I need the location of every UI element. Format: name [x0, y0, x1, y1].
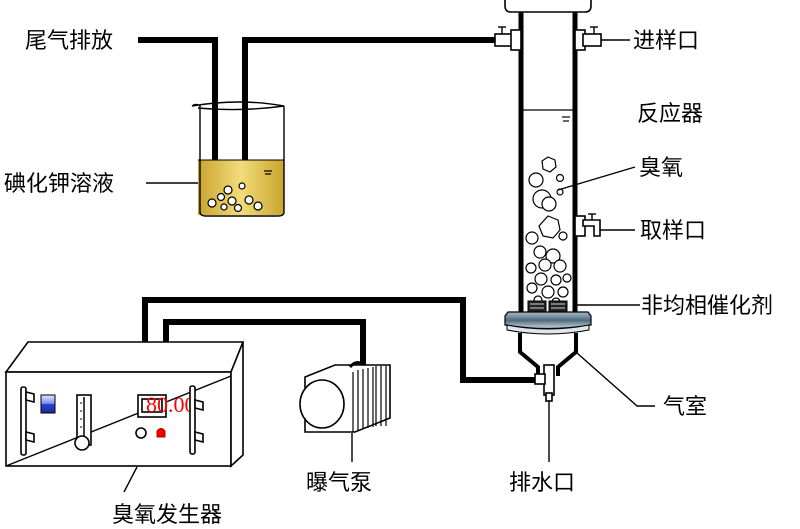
indicator-light	[156, 428, 166, 438]
label-aeration-pump: 曝气泵	[306, 471, 372, 496]
aeration-pump	[299, 361, 391, 433]
label-gas-chamber: 气室	[663, 395, 707, 420]
heterogeneous-catalyst	[527, 300, 568, 313]
inlet-valve-left	[494, 26, 522, 51]
label-reactor: 反应器	[637, 102, 703, 127]
gas-chamber	[518, 333, 578, 402]
display-value: 80.00	[146, 392, 196, 417]
label-ki-solution: 碘化钾溶液	[4, 172, 114, 197]
leader-lines	[123, 39, 655, 493]
ozone-bubbles	[525, 156, 572, 307]
drain-valve	[545, 392, 553, 402]
control-knob[interactable]	[135, 427, 147, 439]
label-sampling-port: 取样口	[640, 219, 706, 244]
ozone-generator: 80.00	[4, 341, 245, 468]
label-ozone: 臭氧	[639, 156, 683, 181]
exhaust-pipe	[138, 37, 495, 208]
sampling-valve	[574, 213, 601, 237]
ozone-supply-pipe	[142, 297, 535, 383]
label-ozone-generator: 臭氧发生器	[112, 503, 222, 528]
reactor-column	[494, 0, 602, 402]
ki-beaker	[191, 101, 285, 217]
generator-handle-left	[20, 386, 27, 456]
label-exhaust: 尾气排放	[25, 29, 113, 54]
air-supply-pipe	[163, 319, 366, 370]
power-switch[interactable]	[40, 394, 56, 414]
label-catalyst: 非均相催化剂	[641, 294, 773, 319]
gas-inlet-valve	[534, 373, 546, 385]
flowmeter[interactable]	[74, 394, 92, 451]
label-inlet-port: 进样口	[633, 29, 699, 54]
inlet-valve-right	[574, 26, 602, 51]
ki-bubbles	[207, 182, 263, 213]
reactor-top-cap	[504, 0, 592, 13]
generator-handle-right	[189, 385, 196, 455]
label-drain: 排水口	[509, 471, 575, 496]
distribution-plate	[504, 311, 592, 335]
